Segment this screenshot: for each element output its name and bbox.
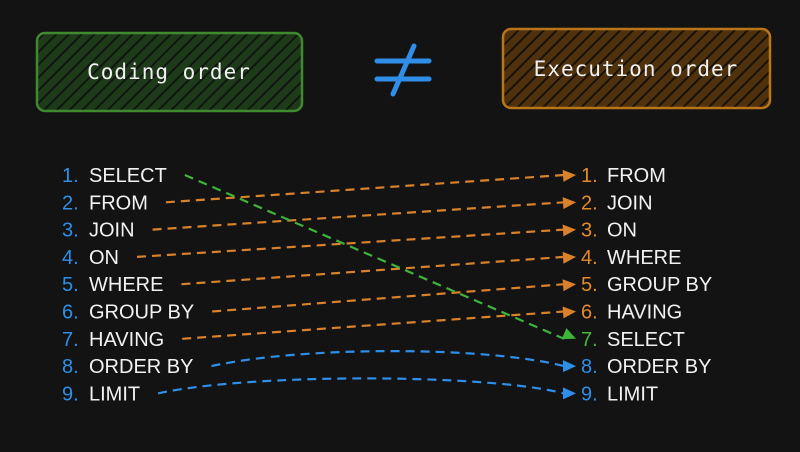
coding-item-label: ORDER BY [89, 356, 193, 378]
execution-item: 7. SELECT [581, 329, 685, 351]
flow-arrow [152, 197, 576, 231]
flow-arrow [165, 169, 576, 204]
execution-order-list: 1. FROM 2. JOIN 3. ON 4. WHERE 5. GROUP BY 6. HAVIN… [581, 165, 712, 405]
coding-item: 2. FROM [62, 192, 148, 214]
coding-item: 7. HAVING [62, 329, 164, 351]
flow-arrow-line [165, 173, 565, 204]
execution-item-number: 1. [581, 165, 598, 187]
execution-item-number: 8. [581, 356, 598, 378]
execution-item-label: JOIN [607, 192, 653, 214]
coding-item-number: 4. [62, 247, 79, 269]
coding-item: 4. ON [62, 247, 119, 269]
flow-arrow-line [152, 201, 565, 231]
flow-arrow [182, 306, 576, 340]
coding-item-label: WHERE [89, 274, 163, 296]
coding-item-number: 7. [62, 329, 79, 351]
flow-arrow-line [211, 350, 565, 368]
execution-item-number: 7. [581, 329, 598, 351]
coding-order-box-frame [35, 31, 304, 113]
execution-order-box: Execution order [501, 27, 772, 110]
execution-item-number: 6. [581, 302, 598, 324]
execution-item-label: HAVING [607, 302, 682, 324]
execution-item: 4. WHERE [581, 247, 681, 269]
coding-item-label: ON [89, 247, 119, 269]
coding-item: 9. LIMIT [62, 383, 140, 405]
coding-item: 1. SELECT [62, 165, 167, 187]
coding-item-number: 5. [62, 274, 79, 296]
coding-item: 8. ORDER BY [62, 356, 193, 378]
coding-item-number: 8. [62, 356, 79, 378]
execution-item-label: WHERE [607, 247, 681, 269]
flow-arrow-line [182, 310, 565, 340]
coding-item: 6. GROUP BY [62, 302, 194, 324]
arrows-layer [136, 169, 576, 400]
arrowhead-icon [563, 387, 576, 400]
coding-item-number: 6. [62, 302, 79, 324]
coding-item-number: 1. [62, 165, 79, 187]
flow-arrow-line [181, 255, 565, 286]
execution-item: 5. GROUP BY [581, 274, 712, 296]
coding-item-number: 9. [62, 383, 79, 405]
execution-item: 3. ON [581, 220, 637, 242]
execution-item-number: 2. [581, 192, 598, 214]
coding-order-box: Coding order [35, 31, 304, 113]
execution-order-box-frame [501, 27, 772, 110]
flow-arrow-line [136, 228, 565, 258]
flow-arrow-line [184, 173, 565, 340]
execution-item: 1. FROM [581, 165, 666, 187]
coding-item-label: JOIN [89, 220, 135, 242]
flow-arrow [181, 251, 576, 286]
arrowhead-icon [562, 169, 576, 182]
execution-item: 6. HAVING [581, 302, 682, 324]
coding-item: 3. JOIN [62, 220, 135, 242]
coding-order-list: 1. SELECT 2. FROM 3. JOIN 4. ON 5. WHERE 6. GROUP B… [62, 165, 194, 405]
coding-item-label: FROM [89, 192, 148, 214]
execution-order-title: Execution order [534, 57, 739, 81]
coding-item-label: GROUP BY [89, 302, 194, 324]
execution-item-label: LIMIT [607, 383, 658, 405]
execution-item-label: SELECT [607, 329, 685, 351]
flow-arrow-line [157, 377, 565, 395]
not-equal-icon [374, 43, 432, 97]
execution-item-number: 3. [581, 220, 598, 242]
coding-item-label: HAVING [89, 329, 164, 351]
execution-item: 8. ORDER BY [581, 356, 711, 378]
execution-item-label: ORDER BY [607, 356, 711, 378]
execution-item-number: 4. [581, 247, 598, 269]
execution-item: 9. LIMIT [581, 383, 658, 405]
arrowhead-icon [562, 197, 576, 210]
arrowhead-icon [562, 279, 576, 292]
coding-item-label: SELECT [89, 165, 167, 187]
flow-arrow-line [212, 283, 565, 313]
arrowhead-icon [561, 328, 576, 340]
arrowhead-icon [562, 251, 576, 264]
coding-item-number: 2. [62, 192, 79, 214]
arrowhead-icon [562, 306, 576, 319]
execution-item-label: ON [607, 220, 637, 242]
arrowhead-icon [563, 360, 576, 373]
execution-item-number: 9. [581, 383, 598, 405]
arrowhead-icon [562, 224, 576, 237]
coding-order-title: Coding order [87, 60, 251, 84]
execution-item-number: 5. [581, 274, 598, 296]
flow-arrow [184, 173, 576, 340]
coding-item-label: LIMIT [89, 383, 140, 405]
coding-item: 5. WHERE [62, 274, 163, 296]
execution-item-label: FROM [607, 165, 666, 187]
flow-arrow [212, 279, 576, 313]
flow-arrow [211, 350, 576, 373]
flow-arrow [136, 224, 576, 258]
flow-arrow [157, 377, 576, 400]
execution-item-label: GROUP BY [607, 274, 712, 296]
execution-item: 2. JOIN [581, 192, 653, 214]
coding-item-number: 3. [62, 220, 79, 242]
